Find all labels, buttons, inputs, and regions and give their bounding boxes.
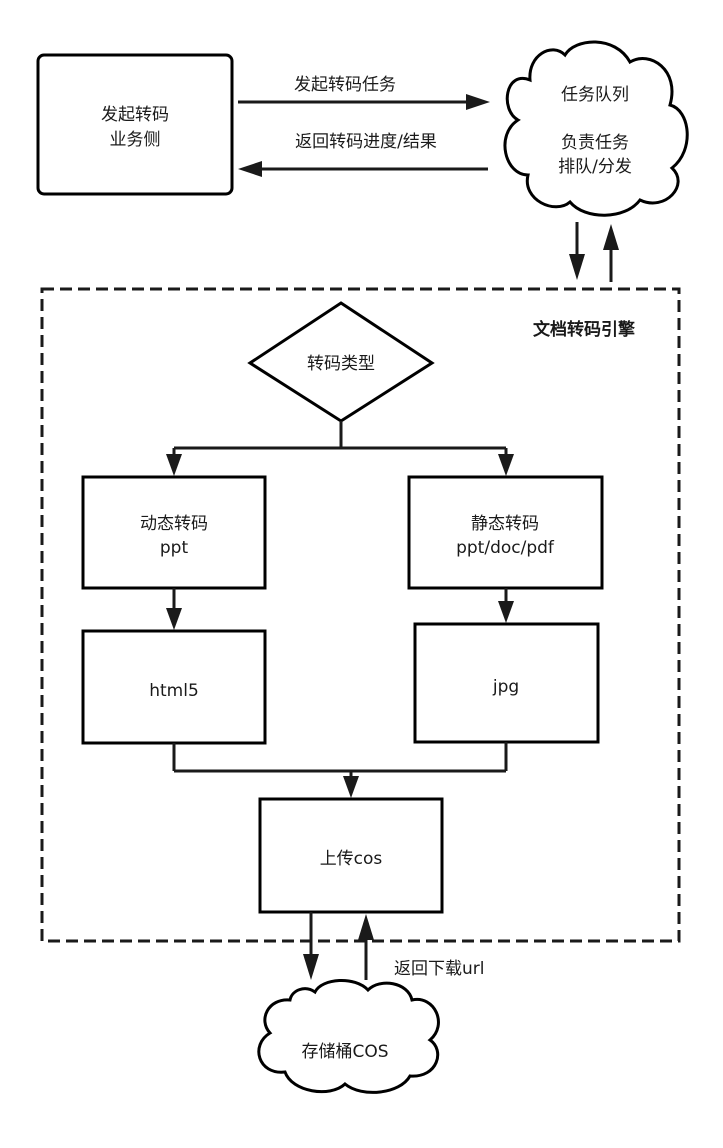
upload-node: 上传cos (258, 797, 444, 914)
dynamic-line2: ppt (160, 538, 189, 558)
upload-label: 上传cos (320, 849, 383, 869)
edge-dynamic-to-html5 (166, 588, 182, 630)
edge-engine-to-queue (603, 224, 619, 282)
task-queue-line1: 任务队列 (561, 85, 629, 105)
task-queue-node: 任务队列 负责任务 排队/分发 (503, 40, 689, 217)
edge-start-task-label: 发起转码任务 (294, 75, 396, 95)
engine-title: 文档转码引擎 (533, 319, 636, 340)
initiator-node: 发起转码 业务侧 (36, 53, 234, 196)
edge-outputs-to-upload (172, 742, 508, 798)
edge-return-url-label: 返回下载url (394, 959, 485, 979)
storage-label: 存储桶COS (301, 1042, 388, 1062)
dynamic-transcode-node: 动态转码 ppt (81, 475, 267, 590)
engine-container (40, 287, 681, 943)
transcode-type-decision: 转码类型 (247, 301, 435, 423)
static-transcode-node: 静态转码 ppt/doc/pdf (407, 475, 604, 590)
jpg-node: jpg (413, 622, 600, 744)
storage-node: 存储桶COS (257, 978, 440, 1094)
jpg-label: jpg (492, 677, 519, 697)
edge-queue-to-engine (569, 222, 585, 280)
transcode-type-label: 转码类型 (307, 354, 375, 374)
edge-decision-branches (166, 421, 514, 476)
initiator-line2: 业务侧 (110, 130, 161, 150)
task-queue-line2: 负责任务 (561, 133, 629, 153)
edge-upload-to-storage (303, 912, 319, 980)
dynamic-line1: 动态转码 (140, 514, 208, 534)
static-line2: ppt/doc/pdf (456, 538, 555, 558)
edge-storage-return-url: 返回下载url (358, 914, 485, 980)
initiator-line1: 发起转码 (101, 105, 169, 125)
task-queue-line3: 排队/分发 (558, 157, 632, 177)
edge-static-to-jpg (498, 588, 514, 623)
html5-label: html5 (149, 681, 199, 701)
html5-node: html5 (81, 629, 267, 745)
edge-return-progress: 返回转码进度/结果 (238, 132, 488, 177)
static-line1: 静态转码 (471, 514, 539, 534)
edge-return-progress-label: 返回转码进度/结果 (295, 132, 437, 152)
edge-start-task: 发起转码任务 (238, 75, 490, 110)
